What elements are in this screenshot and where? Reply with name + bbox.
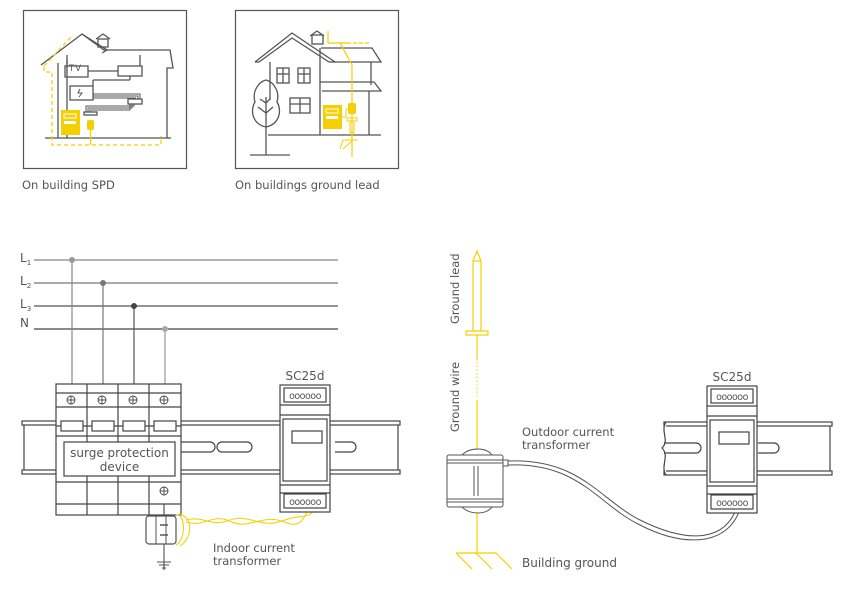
outdoor-ct-label-2: transformer xyxy=(522,438,590,452)
terminal-block-bottom-right: oooooo xyxy=(716,498,749,509)
caption-on-buildings-ground-lead: On buildings ground lead xyxy=(235,178,380,192)
din-rail xyxy=(21,420,401,475)
ground-lead-rod-icon xyxy=(455,249,513,570)
sc25d-label-right: SC25d xyxy=(713,370,752,384)
indoor-current-transformer xyxy=(145,507,316,569)
ground-lead-label: Ground lead xyxy=(448,253,462,324)
spd-label-2: device xyxy=(100,460,139,474)
ground-lead-yellow-elements xyxy=(323,31,371,157)
spd-yellow-elements xyxy=(43,35,162,146)
thumbnail-spd xyxy=(22,9,188,170)
phase-lines xyxy=(34,257,338,384)
indoor-ct-label-2: transformer xyxy=(213,554,281,568)
tv-label: TV xyxy=(69,64,83,74)
thumbnail-ground-lead xyxy=(234,9,400,170)
caption-on-building-spd: On building SPD xyxy=(22,178,115,192)
line-label-l2: L2 xyxy=(20,274,31,290)
junction-dot xyxy=(69,257,75,263)
house-outline-icon xyxy=(40,33,174,139)
outdoor-ct-label: Outdoor current xyxy=(522,425,615,439)
terminal-block-top: oooooo xyxy=(289,391,322,402)
spd-label: surge protection xyxy=(70,446,169,460)
outdoor-current-transformer xyxy=(446,448,740,541)
right-wiring-diagram: Ground lead Ground wire Outdoor current … xyxy=(446,249,833,570)
line-label-l1: L1 xyxy=(20,251,31,267)
line-label-n: N xyxy=(20,316,29,330)
indoor-ct-label: Indoor current xyxy=(213,541,295,555)
sc25d-device-right xyxy=(706,385,758,514)
sc25d-label-left: SC25d xyxy=(286,369,325,383)
ground-wire-label: Ground wire xyxy=(448,362,462,432)
building-ground-label: Building ground xyxy=(522,556,617,570)
line-label-l3: L3 xyxy=(20,297,31,313)
left-wiring-diagram: L1 L2 L3 N xyxy=(20,251,401,570)
junction-dot xyxy=(162,326,168,332)
junction-dot xyxy=(131,303,137,309)
sc25d-device-left xyxy=(279,384,331,513)
terminal-block-bottom: oooooo xyxy=(289,497,322,508)
terminal-screw-icons xyxy=(66,395,169,496)
junction-dot xyxy=(100,280,106,286)
terminal-block-top-right: oooooo xyxy=(716,392,749,403)
